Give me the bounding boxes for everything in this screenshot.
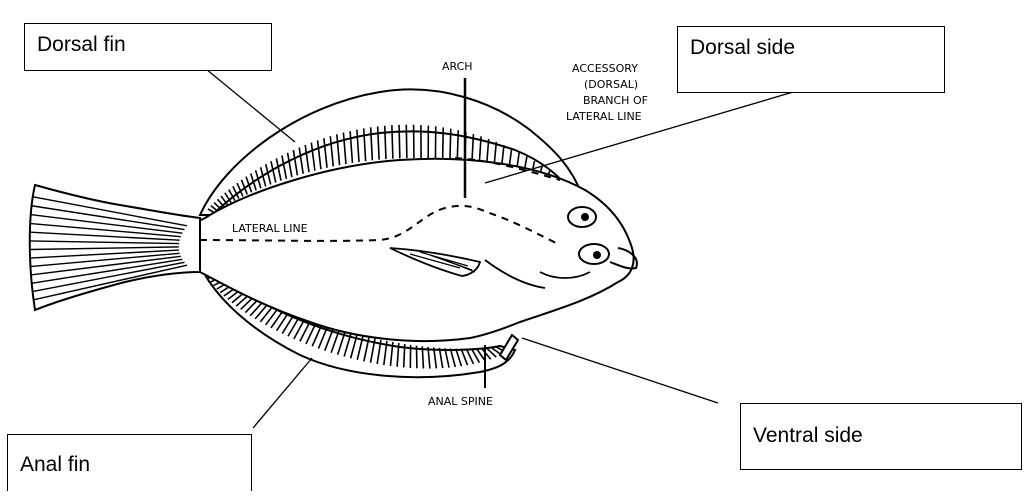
dorsal-side-callout: Dorsal side [677,26,945,93]
ventral-side-callout-text: Ventral side [753,424,863,447]
ventral-side-callout: Ventral side [740,403,1022,470]
fin-ray [399,125,400,159]
dorsal-fin-callout: Dorsal fin [24,23,272,71]
svg-text:BRANCH OF: BRANCH OF [583,94,648,107]
anal-fin-callout-text: Anal fin [20,453,90,476]
leader-anal-fin [253,358,312,428]
svg-text:(DORSAL): (DORSAL) [584,78,638,91]
fin-ray [392,125,393,159]
anal-fin-callout: Anal fin [7,434,252,491]
leader-dorsal-fin [195,60,295,142]
fin-ray [443,127,444,159]
caudal-fin-outline [30,185,200,310]
fin-ray [406,125,407,158]
lateral-line-label: LATERAL LINE [232,222,308,235]
fin-ray [450,129,451,160]
fin-ray [404,344,405,367]
arch-label: ARCH [442,60,473,73]
fin-ray [457,130,458,160]
dorsal-fin-callout-text: Dorsal fin [37,33,126,56]
anal-spine-label: ANAL SPINE [428,395,493,408]
svg-text:ACCESSORY: ACCESSORY [572,62,638,75]
accessory-lateral-line-label: ACCESSORY (DORSAL) BRANCH OF LATERAL LIN… [566,62,648,123]
dorsal-side-callout-text: Dorsal side [690,36,795,59]
leader-ventral-side [522,338,718,403]
svg-text:LATERAL LINE: LATERAL LINE [566,110,642,123]
